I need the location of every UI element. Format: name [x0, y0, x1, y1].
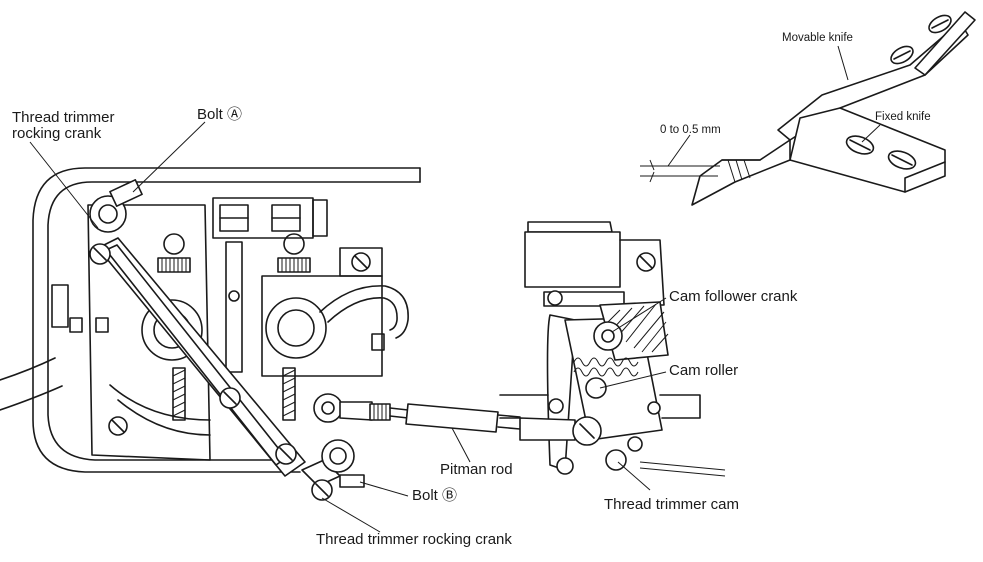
label-bolt-b: Bolt Ⓑ	[412, 487, 457, 504]
knife-inset-drawing	[640, 11, 976, 206]
label-movable-knife: Movable knife	[782, 32, 853, 44]
label-thread-trimmer-rocking-crank-top-line2: rocking crank	[12, 125, 102, 142]
label-thread-trimmer-cam: Thread trimmer cam	[604, 496, 739, 513]
label-fixed-knife: Fixed knife	[875, 111, 931, 123]
machine-bed-drawing	[0, 167, 421, 473]
cam-mechanism-drawing	[499, 221, 726, 477]
rocking-crank-arm	[89, 179, 341, 501]
pitman-rod-assembly	[313, 393, 521, 488]
label-gap-spec: 0 to 0.5 mm	[660, 124, 721, 136]
label-thread-trimmer-rocking-crank-bottom: Thread trimmer rocking crank	[316, 531, 512, 548]
label-pitman-rod: Pitman rod	[440, 461, 513, 478]
label-thread-trimmer-rocking-crank-top: Thread trimmer	[12, 109, 115, 126]
label-cam-follower-crank: Cam follower crank	[669, 288, 798, 305]
label-bolt-a: Bolt Ⓐ	[197, 106, 242, 123]
leader-lines	[29, 45, 881, 533]
label-cam-roller: Cam roller	[669, 362, 738, 379]
